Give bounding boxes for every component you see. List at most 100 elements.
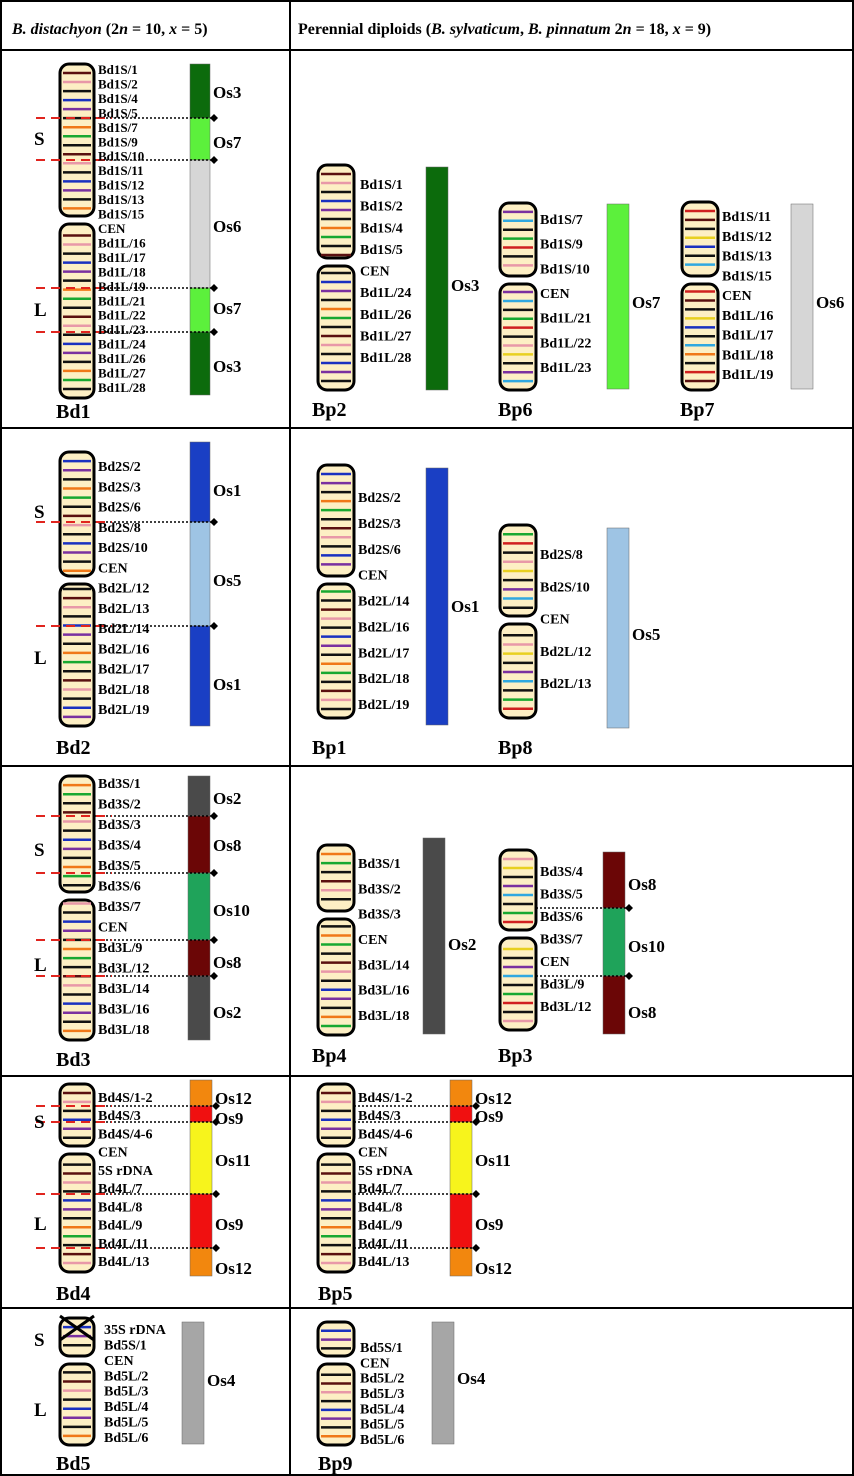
- band-label: Bd1S/4: [360, 221, 403, 236]
- synteny-block-Os4: [431, 1321, 455, 1445]
- band-label: Bd2S/3: [98, 480, 141, 495]
- breakpoint-diamond: [210, 328, 218, 336]
- breakpoint-diamond: [212, 1244, 220, 1252]
- band-label: Bd1L/23: [540, 361, 591, 376]
- synteny-block-Os11: [189, 1121, 213, 1195]
- breakpoint-diamond: [210, 284, 218, 292]
- breakpoint-diamond: [472, 1190, 480, 1198]
- block-label: Os9: [475, 1107, 503, 1126]
- band-label: Bd2L/12: [540, 645, 591, 660]
- breakpoint-diamond: [625, 972, 633, 980]
- band-label: CEN: [358, 1146, 388, 1161]
- band-label: Bd1L/22: [540, 336, 591, 351]
- band-label: Bd1S/4: [98, 91, 138, 106]
- block-label: Os3: [451, 276, 479, 295]
- band-label: Bd4L/9: [98, 1219, 142, 1234]
- band-label: CEN: [98, 561, 128, 576]
- arm-label-S: S: [34, 840, 45, 861]
- block-label: Os4: [207, 1371, 236, 1390]
- breakpoint-diamond: [210, 622, 218, 630]
- band-label: CEN: [540, 613, 570, 628]
- synteny-block-Os12: [449, 1247, 473, 1277]
- chromosome-Bd3: [36, 774, 218, 1042]
- band-label: Bd2S/8: [540, 548, 583, 563]
- band-label: CEN: [358, 933, 388, 948]
- chromosome-upper-arm: [498, 848, 538, 932]
- chromosome-name: Bp6: [498, 399, 532, 421]
- band-label: Bd1S/13: [98, 192, 145, 207]
- block-label: Os12: [475, 1259, 512, 1278]
- band-label: Bd2L/13: [540, 677, 591, 692]
- band-label: Bd1S/5: [98, 105, 138, 120]
- chromosome-Bp7: [680, 200, 814, 392]
- chromosome-lower-arm: [316, 917, 356, 1037]
- band-label: Bd5S/1: [104, 1338, 147, 1353]
- arm-label-S: S: [34, 1330, 45, 1351]
- breakpoint-diamond: [210, 156, 218, 164]
- band-label: Bd4L/7: [358, 1182, 402, 1197]
- chromosome-name: Bp4: [312, 1045, 346, 1067]
- chromosome-upper-arm: [58, 1082, 96, 1148]
- band-label: Bd3S/6: [98, 880, 141, 895]
- band-label: Bd3S/4: [540, 865, 583, 880]
- block-label: Os7: [213, 299, 242, 318]
- band-label: Bd5L/6: [360, 1433, 404, 1448]
- block-label: Os1: [213, 481, 241, 500]
- band-label: Bd2L/19: [358, 698, 409, 713]
- block-label: Os5: [213, 571, 241, 590]
- block-label: Os4: [457, 1369, 486, 1388]
- chromosome-name: Bp2: [312, 399, 346, 421]
- band-label: CEN: [722, 289, 752, 304]
- band-label: Bd3S/1: [358, 857, 401, 872]
- block-label: Os5: [632, 625, 660, 644]
- block-label: Os2: [213, 1003, 241, 1022]
- synteny-block-Os1: [189, 441, 211, 523]
- band-label: Bd2L/17: [98, 663, 149, 678]
- rDNA-cross: [59, 1314, 95, 1342]
- chromosome-upper-arm: [316, 163, 356, 260]
- block-label: Os8: [628, 875, 656, 894]
- band-label: Bd1S/2: [98, 76, 138, 91]
- synteny-block-Os10: [187, 872, 211, 941]
- band-label: Bd1L/21: [98, 293, 146, 308]
- breakpoint-diamond: [210, 518, 218, 526]
- band-label: Bd4L/7: [98, 1182, 142, 1197]
- band-label: Bd4S/3: [98, 1109, 141, 1124]
- band-label: Bd2L/14: [98, 622, 149, 637]
- synteny-block-Os9: [189, 1105, 213, 1123]
- band-label: Bd1S/12: [722, 230, 772, 245]
- breakpoint-diamond: [212, 1102, 220, 1110]
- band-label: Bd5L/2: [360, 1372, 404, 1387]
- band-label: Bd4L/9: [358, 1219, 402, 1234]
- band-label: Bd1L/28: [360, 351, 411, 366]
- block-label: Os8: [213, 953, 241, 972]
- band-label: Bd2L/18: [358, 672, 409, 687]
- band-label: CEN: [360, 1356, 390, 1371]
- block-label: Os1: [213, 675, 241, 694]
- chromosome-lower-arm: [58, 582, 96, 728]
- synteny-block-Os1: [425, 467, 449, 726]
- chromosome-name: Bp7: [680, 399, 714, 421]
- band-label: Bd2S/6: [98, 501, 141, 516]
- chromosome-name: Bp9: [318, 1453, 352, 1475]
- arm-label-L: L: [34, 1400, 47, 1421]
- breakpoint-diamond: [472, 1244, 480, 1252]
- band-label: Bd1S/7: [540, 213, 583, 228]
- band-label: Bd1L/24: [360, 286, 411, 301]
- arm-label-L: L: [34, 648, 47, 669]
- block-label: Os1: [451, 597, 479, 616]
- block-label: Os2: [448, 935, 476, 954]
- block-label: Os10: [628, 937, 665, 956]
- band-label: Bd2S/10: [540, 580, 590, 595]
- synteny-block-Os1: [189, 625, 211, 727]
- band-label: CEN: [98, 921, 128, 936]
- band-label: Bd4L/13: [358, 1255, 409, 1270]
- band-label: Bd2L/13: [98, 602, 149, 617]
- synteny-block-Os9: [449, 1193, 473, 1249]
- synteny-block-Os7: [189, 117, 211, 161]
- band-label: Bd1S/5: [360, 243, 403, 258]
- arm-label-L: L: [34, 300, 47, 321]
- band-label: Bd2S/3: [358, 517, 401, 532]
- block-label: Os11: [215, 1151, 251, 1170]
